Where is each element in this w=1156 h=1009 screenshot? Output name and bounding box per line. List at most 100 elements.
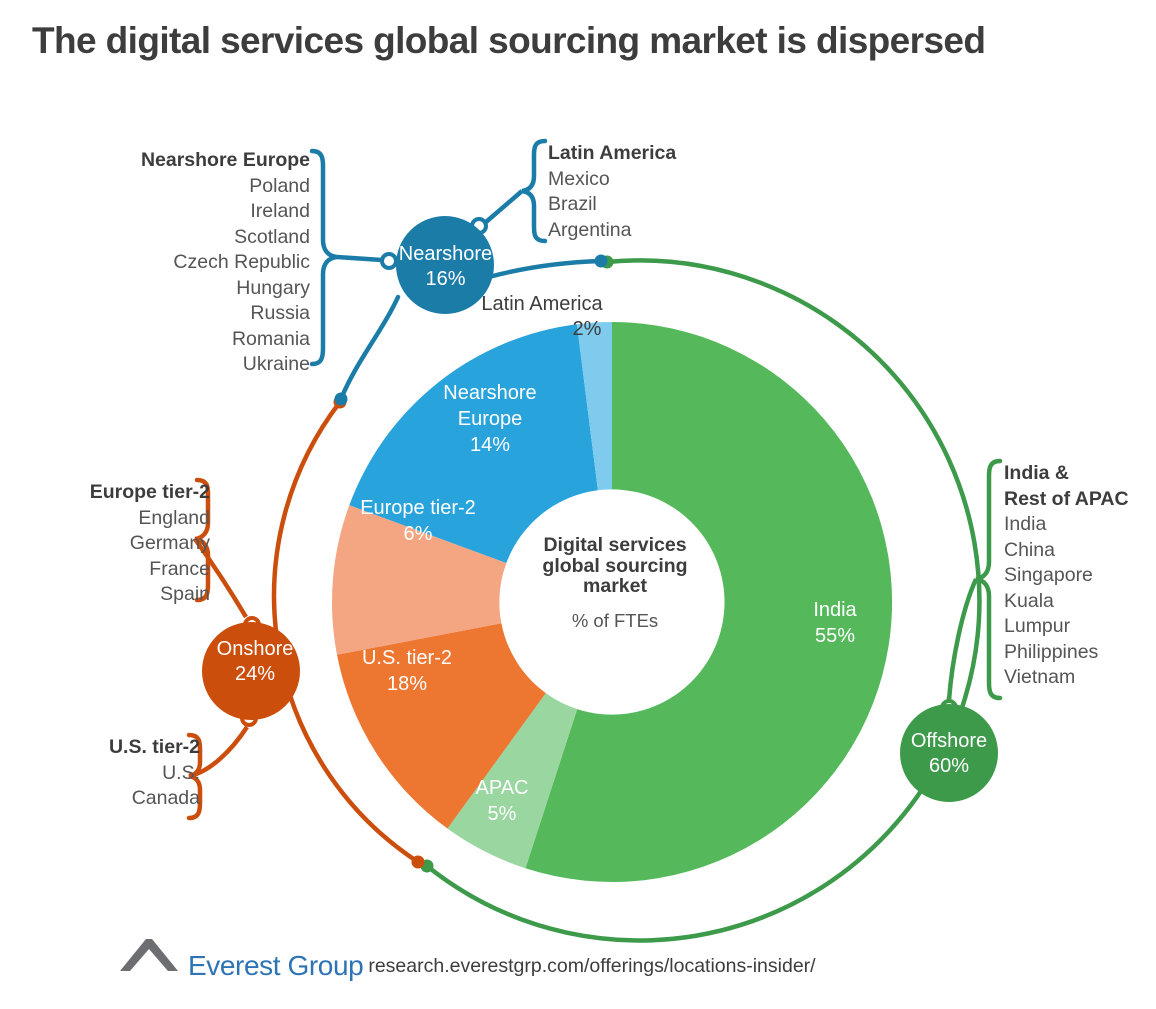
callout-item: India <box>1004 513 1047 535</box>
bubble-nearshore-value: 16% <box>425 268 466 290</box>
callout-heading: Latin America <box>548 142 677 164</box>
slice-nearshore-europe-value: 14% <box>469 434 511 456</box>
callout-item: Kuala <box>1004 589 1054 612</box>
slice-europe-tier2-value: 6% <box>403 523 433 545</box>
donut-center-title-line2: global sourcing <box>542 554 688 577</box>
callout-heading: Europe tier-2 <box>89 481 210 503</box>
callout-heading-line2: Rest of APAC <box>1004 487 1129 510</box>
bubble-label-nearshore[interactable]: Nearshore 16% <box>383 242 508 292</box>
callout-item: Romania <box>231 327 310 350</box>
donut-center-title-line3: market <box>583 575 647 597</box>
bubble-onshore-name: Onshore <box>216 638 294 660</box>
callout-item: Ukraine <box>242 353 310 375</box>
callout-item: Vietnam <box>1004 666 1076 688</box>
callout-item: Mexico <box>548 167 610 190</box>
bubble-label-offshore[interactable]: Offshore 60% <box>888 729 1010 779</box>
offshore-arc <box>424 258 982 943</box>
bubble-offshore-name: Offshore <box>910 730 988 752</box>
nearshore-arc-left <box>338 294 401 402</box>
slice-us-tier2[interactable] <box>336 623 546 829</box>
callout-item: U.S. <box>162 761 200 784</box>
slice-nearshore-europe-name-1: Nearshore <box>443 382 537 404</box>
footer-url[interactable]: research.everestgrp.com/offerings/locati… <box>368 955 816 977</box>
callout-item: Poland <box>249 174 310 197</box>
bubble-nearshore[interactable] <box>396 216 494 314</box>
callout-india-rest-of-apac: India & Rest of APAC India China Singapo… <box>1004 461 1154 691</box>
bracket-nearshore-europe-connector <box>336 254 383 263</box>
callout-item: Ireland <box>250 200 310 222</box>
callout-heading: U.S. tier-2 <box>108 736 200 758</box>
slice-label-india: India 55% <box>775 597 895 649</box>
bracket-latin-america <box>521 138 548 244</box>
slice-nearshore-europe-name-2: Europe <box>457 408 523 430</box>
callout-item: China <box>1004 538 1055 561</box>
slice-label-nearshore-europe: Nearshore Europe 14% <box>428 380 552 458</box>
slice-india-name: India <box>813 599 857 621</box>
callout-item: Lumpur <box>1004 615 1071 637</box>
callout-item: Brazil <box>548 193 597 215</box>
callout-item: Argentina <box>548 218 632 241</box>
slice-india-value: 55% <box>814 625 856 647</box>
bracket-europe-tier2-connector <box>193 537 248 619</box>
bubble-label-onshore[interactable]: Onshore 24% <box>195 637 315 687</box>
slice-us-tier2-name: U.S. tier-2 <box>361 647 453 669</box>
bracket-india-apac-connector <box>946 578 979 701</box>
bubble-offshore[interactable] <box>900 704 998 802</box>
callout-europe-tier2: Europe tier-2 England Germany France Spa… <box>10 480 210 608</box>
nearshore-arc-endpoint <box>334 392 348 406</box>
callout-item: Philippines <box>1004 640 1099 663</box>
slice-us-tier2-value: 18% <box>386 673 428 695</box>
callout-us-tier2: U.S. tier-2 U.S. Canada <box>10 735 200 812</box>
bubble-onshore-value: 24% <box>234 663 276 685</box>
slice-apac-name: APAC <box>475 777 529 799</box>
callout-item: Czech Republic <box>173 251 310 273</box>
bracket-india-apac <box>975 458 1003 701</box>
donut-center-label: Digital services global sourcing market … <box>521 535 709 632</box>
bubble-nearshore-name: Nearshore <box>398 243 493 265</box>
slice-apac-value: 5% <box>487 803 517 825</box>
callout-heading-line1: India & <box>1004 462 1070 484</box>
slice-apac[interactable] <box>447 693 578 869</box>
slice-label-us-tier2: U.S. tier-2 18% <box>341 645 473 697</box>
callout-latin-america: Latin America Mexico Brazil Argentina <box>548 141 768 243</box>
slice-label-apac: APAC 5% <box>450 775 554 827</box>
nearshore-arc-right-endpoint <box>594 254 608 268</box>
donut-center-title-line1: Digital services <box>543 534 687 556</box>
callout-item: England <box>138 506 210 529</box>
logo-spacer <box>120 943 186 983</box>
callout-item: Singapore <box>1004 564 1093 586</box>
nearshore-bubble-connector-dot-left <box>380 252 398 270</box>
slice-europe-tier2[interactable] <box>331 505 507 655</box>
nearshore-arc-right <box>486 258 604 280</box>
bubble-onshore[interactable] <box>202 622 300 720</box>
footer: Everest Group research.everestgrp.com/of… <box>120 941 816 981</box>
bubble-offshore-value: 60% <box>928 755 970 777</box>
slice-label-latin-america-name: Latin America <box>481 293 603 315</box>
slice-label-latin-america-value: 2% <box>572 318 602 340</box>
slice-nearshore-europe[interactable] <box>349 324 598 564</box>
bracket-latin-america-connector <box>484 189 524 224</box>
slice-india[interactable] <box>525 322 893 882</box>
callout-item: Scotland <box>234 225 310 248</box>
bracket-us-tier2-connector <box>188 725 249 779</box>
donut-center-subtitle: % of FTEs <box>571 609 659 631</box>
callout-heading: Nearshore Europe <box>140 149 310 171</box>
slice-europe-tier2-name: Europe tier-2 <box>360 497 476 519</box>
callout-item: Canada <box>131 787 200 809</box>
everest-group-logo-icon <box>120 939 178 971</box>
slice-latin-america[interactable] <box>576 322 612 491</box>
donut-chart <box>331 322 893 882</box>
brand-name: Everest Group <box>188 950 364 981</box>
callout-item: Hungary <box>236 276 310 299</box>
onshore-arc-endpoint-bottom <box>411 855 425 869</box>
callout-item: Russia <box>250 302 310 324</box>
callout-item: France <box>149 557 210 580</box>
slice-label-europe-tier2: Europe tier-2 6% <box>342 495 494 547</box>
callout-item: Germany <box>129 532 210 554</box>
nearshore-arc-group <box>334 217 608 406</box>
bracket-nearshore-europe <box>309 148 338 367</box>
page-title: The digital services global sourcing mar… <box>32 20 986 61</box>
callout-nearshore-europe: Nearshore Europe Poland Ireland Scotland… <box>40 148 310 378</box>
